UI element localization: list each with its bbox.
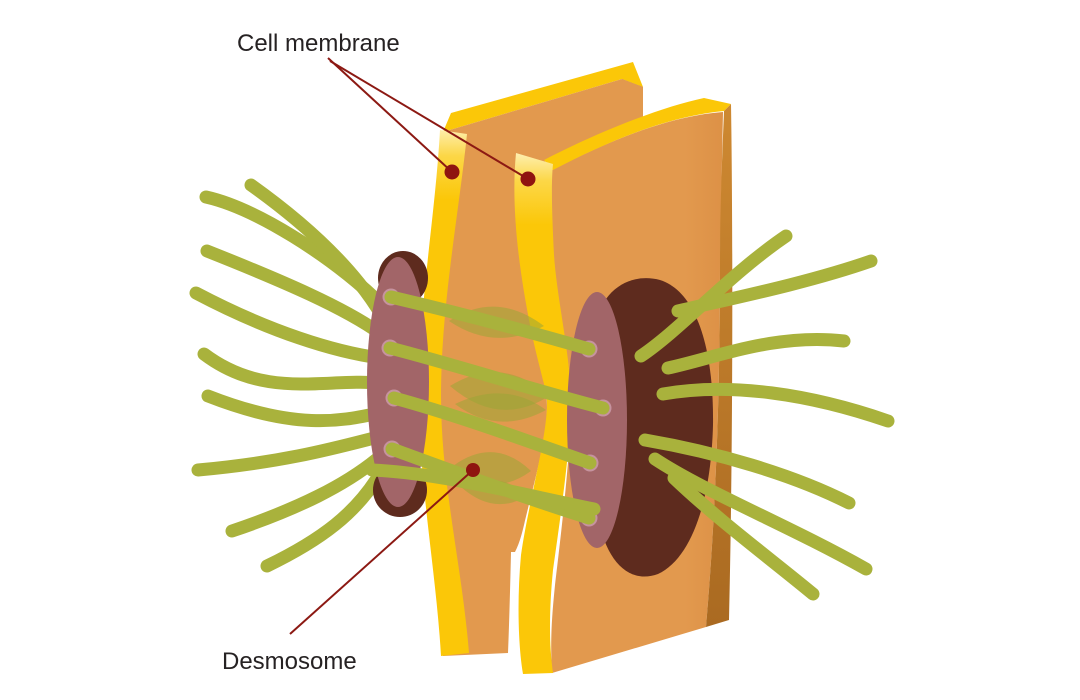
keratin-filament bbox=[656, 382, 895, 428]
cell-membrane-leader-line bbox=[329, 60, 529, 180]
keratin-filament bbox=[638, 433, 856, 510]
keratin-filament bbox=[667, 471, 820, 601]
keratin-filament bbox=[661, 332, 851, 375]
keratin-filaments-left bbox=[189, 178, 389, 573]
cell-membrane-leader-line bbox=[327, 57, 453, 173]
right-cell-membrane-strip bbox=[514, 153, 571, 674]
keratin-filament bbox=[244, 178, 389, 323]
keratin-filament bbox=[260, 473, 383, 573]
right-cell-top-face bbox=[544, 98, 731, 170]
linking-rod bbox=[383, 341, 610, 415]
desmosome-label: Desmosome bbox=[222, 648, 357, 675]
linking-rod bbox=[365, 463, 601, 516]
callout-desmosome: Desmosome bbox=[222, 463, 480, 675]
cadherin-blob bbox=[455, 393, 546, 422]
right-plaque-group bbox=[567, 278, 714, 577]
cell-membrane-dot bbox=[520, 171, 536, 187]
left-cell bbox=[419, 62, 643, 656]
keratin-filament bbox=[191, 430, 385, 477]
keratin-filament bbox=[200, 244, 388, 341]
linking-rod bbox=[387, 391, 597, 470]
left-cell-membrane-strip bbox=[419, 130, 469, 656]
left-plaque bbox=[367, 257, 429, 507]
keratin-filament bbox=[671, 254, 878, 318]
cell-membrane-dot bbox=[444, 164, 460, 180]
right-plaque bbox=[567, 292, 627, 548]
left-cell-body bbox=[419, 79, 643, 656]
linking-rod bbox=[384, 290, 596, 356]
linking-rods bbox=[365, 290, 610, 525]
keratin-filament bbox=[648, 452, 873, 576]
callout-cell-membrane: Cell membrane bbox=[237, 30, 536, 187]
keratin-filament bbox=[197, 347, 387, 391]
left-cell-top-face bbox=[443, 62, 643, 132]
keratin-filament bbox=[225, 452, 384, 538]
cell-membrane-label: Cell membrane bbox=[237, 30, 400, 57]
keratin-filament bbox=[189, 286, 387, 365]
desmosome-leader-line bbox=[289, 469, 474, 635]
keratin-filament bbox=[201, 389, 386, 428]
keratin-filaments-right bbox=[634, 229, 895, 601]
desmosome-dot bbox=[466, 463, 480, 477]
